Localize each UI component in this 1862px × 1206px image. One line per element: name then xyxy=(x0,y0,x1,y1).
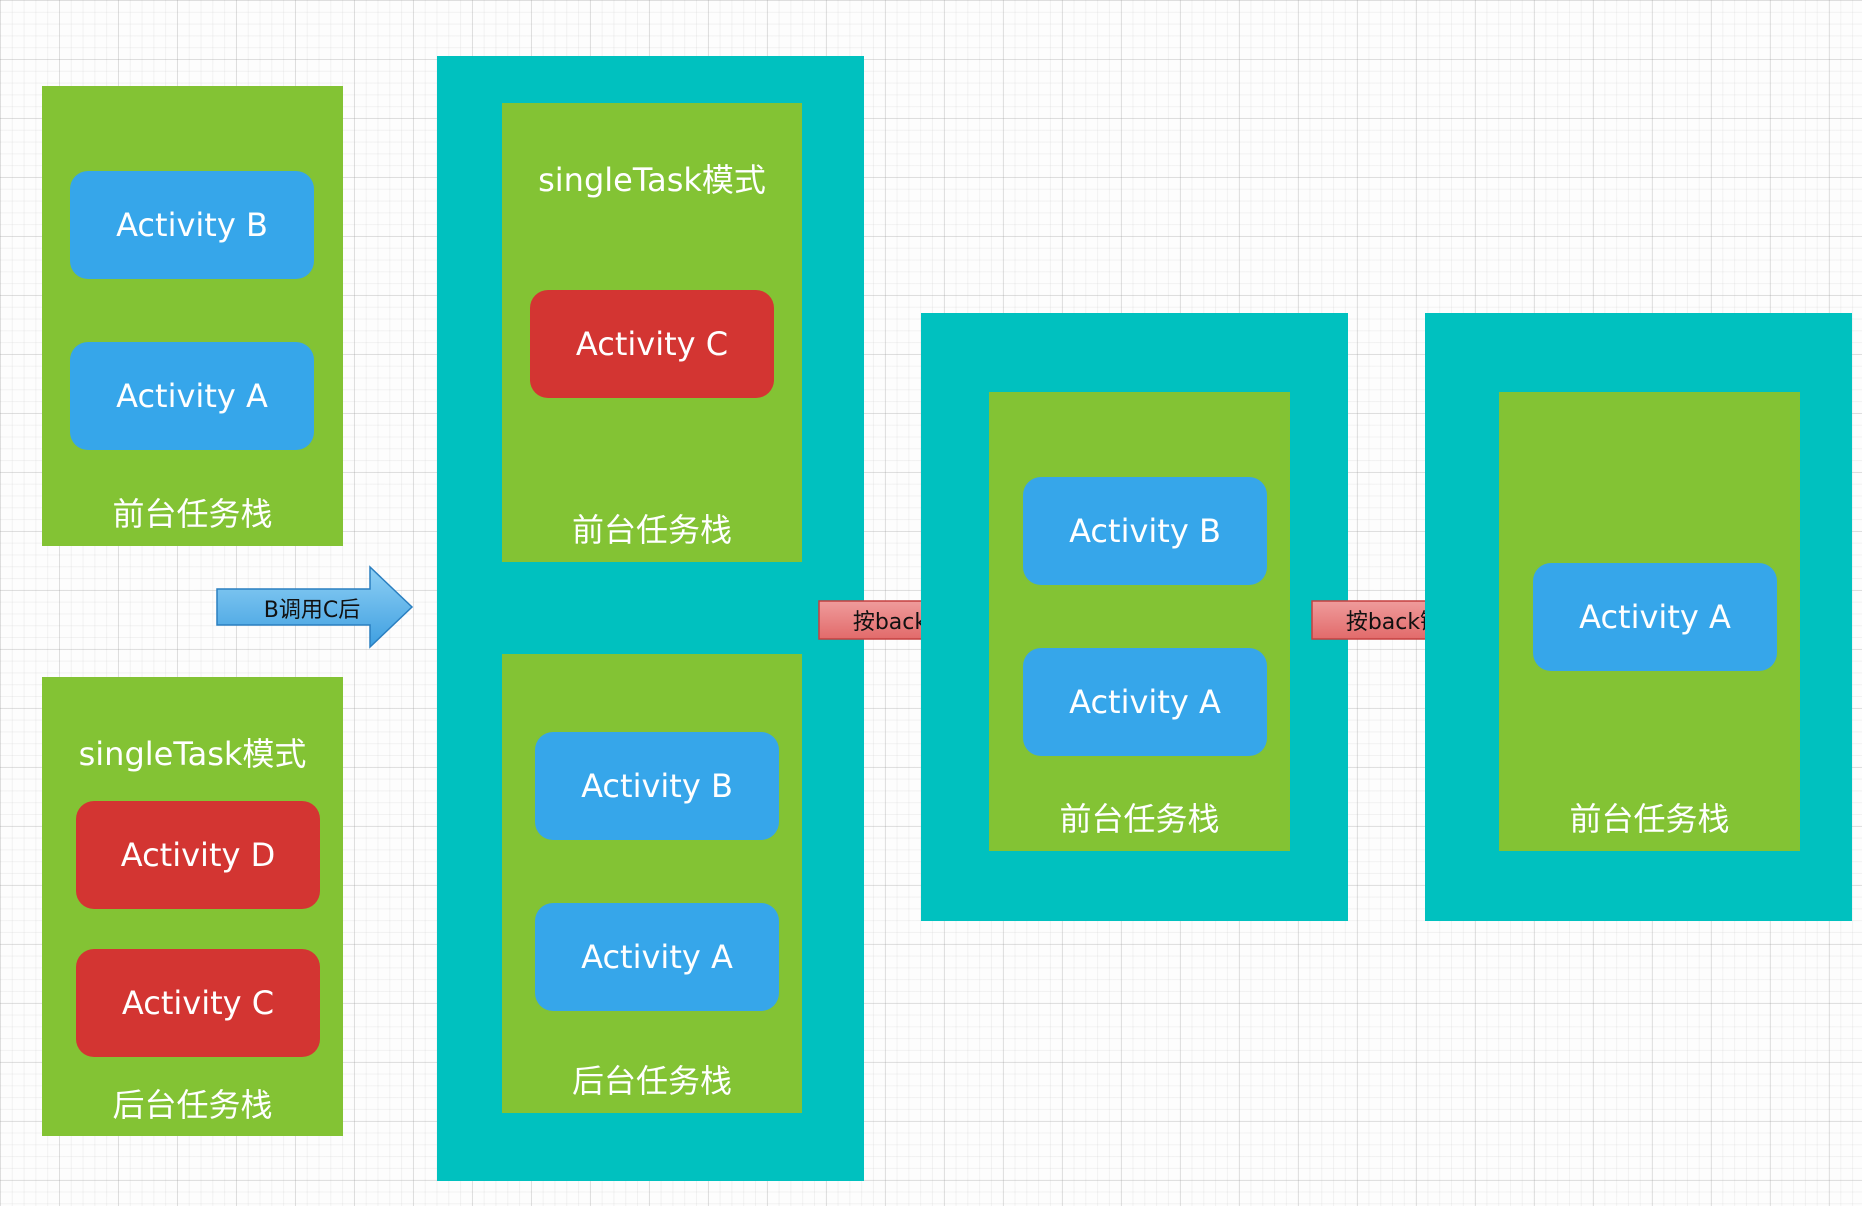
foreground-stack-label: 前台任务栈 xyxy=(1059,800,1220,838)
after-call-foreground-stack: singleTask模式 Activity C 前台任务栈 xyxy=(502,103,802,562)
background-stack-label: 后台任务栈 xyxy=(112,1086,273,1124)
activity-c-box: Activity C xyxy=(76,949,320,1057)
foreground-stack-label: 前台任务栈 xyxy=(1569,800,1730,838)
activity-b-box: Activity B xyxy=(70,171,314,279)
call-arrow-label: B调用C后 xyxy=(263,598,361,623)
activity-a-box: Activity A xyxy=(1533,563,1777,671)
background-stack-label: 后台任务栈 xyxy=(571,1062,732,1100)
single-task-mode-label: singleTask模式 xyxy=(78,735,307,773)
activity-c-box: Activity C xyxy=(530,290,774,398)
after-call-background-stack: Activity B Activity A 后台任务栈 xyxy=(502,654,802,1113)
foreground-stack-label: 前台任务栈 xyxy=(571,511,732,549)
activity-d-box: Activity D xyxy=(76,801,320,909)
activity-a-box: Activity A xyxy=(1023,648,1267,756)
activity-a-box: Activity A xyxy=(535,903,779,1011)
call-arrow-icon xyxy=(216,565,414,649)
after-back-2-foreground-stack: Activity A 前台任务栈 xyxy=(1499,392,1800,851)
activity-a-box: Activity A xyxy=(70,342,314,450)
single-task-mode-label: singleTask模式 xyxy=(538,161,766,199)
initial-foreground-stack: Activity B Activity A 前台任务栈 xyxy=(42,86,343,546)
activity-b-box: Activity B xyxy=(535,732,779,840)
activity-b-box: Activity B xyxy=(1023,477,1267,585)
after-back-1-foreground-stack: Activity B Activity A 前台任务栈 xyxy=(989,392,1290,851)
initial-background-stack: singleTask模式 Activity D Activity C 后台任务栈 xyxy=(42,677,343,1136)
foreground-stack-label: 前台任务栈 xyxy=(112,495,273,533)
